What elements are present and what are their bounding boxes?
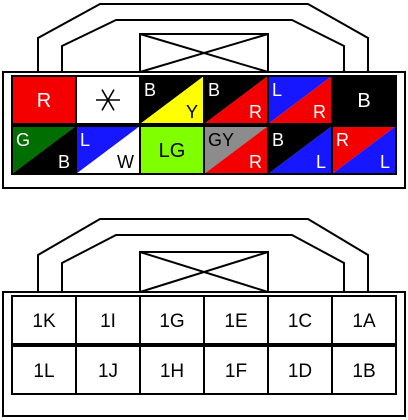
wire-cell-c2 bbox=[75, 75, 141, 125]
wire-cell-c4: BR bbox=[203, 75, 269, 125]
pin-number-label: 1H bbox=[160, 361, 184, 382]
wire-cell-border bbox=[331, 125, 397, 175]
wire-color-label: LG bbox=[159, 140, 186, 162]
pin-cell-1E: 1E bbox=[203, 295, 269, 345]
wire-color-label: B bbox=[357, 90, 370, 112]
wire-color-stripe bbox=[268, 126, 332, 174]
pin-cell-border bbox=[11, 345, 77, 395]
pin-cell-1D: 1D bbox=[267, 345, 333, 395]
wire-stripe-label: W bbox=[117, 152, 134, 172]
pin-number-label: 1J bbox=[98, 361, 118, 382]
wire-color-stripe bbox=[268, 76, 332, 124]
wire-stripe-label: L bbox=[380, 152, 390, 172]
top-connector-housing bbox=[2, 3, 406, 189]
pin-cell-1K: 1K bbox=[11, 295, 77, 345]
pin-number-label: 1L bbox=[33, 361, 54, 382]
wire-color-stripe bbox=[204, 126, 268, 174]
wire-primary-label: B bbox=[144, 80, 156, 100]
wire-stripe-label: L bbox=[316, 152, 326, 172]
wire-primary-label: G bbox=[16, 130, 30, 150]
wire-color-stripe bbox=[140, 76, 204, 124]
pin-number-label: 1E bbox=[224, 311, 247, 332]
pin-cell-1H: 1H bbox=[139, 345, 205, 395]
pin-cell-1I: 1I bbox=[75, 295, 141, 345]
wire-cell-c5: LR bbox=[267, 75, 333, 125]
pin-cell-1J: 1J bbox=[75, 345, 141, 395]
pin-cell-border bbox=[331, 345, 397, 395]
pin-number-label: 1K bbox=[32, 311, 56, 332]
wire-color-stripe bbox=[76, 126, 140, 174]
pin-cell-border bbox=[203, 345, 269, 395]
wire-color-stripe bbox=[332, 126, 396, 174]
pin-cell-1C: 1C bbox=[267, 295, 333, 345]
pin-number-label: 1B bbox=[352, 361, 375, 382]
bottom-connector-housing bbox=[2, 218, 406, 417]
wire-primary-label: L bbox=[80, 130, 90, 150]
pin-number-label: 1F bbox=[225, 361, 247, 382]
wire-cell-border bbox=[331, 75, 397, 125]
pin-number-label: 1A bbox=[352, 311, 376, 332]
pin-cell-1L: 1L bbox=[11, 345, 77, 395]
pin-cell-1F: 1F bbox=[203, 345, 269, 395]
wire-primary-label: L bbox=[272, 80, 282, 100]
wire-stripe-label: R bbox=[249, 102, 262, 122]
wire-color-fill bbox=[332, 76, 396, 124]
wire-cell-c11: BL bbox=[267, 125, 333, 175]
pin-number-label: 1G bbox=[159, 311, 184, 332]
pin-number-label: 1I bbox=[100, 311, 116, 332]
pin-cell-border bbox=[139, 345, 205, 395]
pin-cell-border bbox=[203, 295, 269, 345]
pin-cell-1A: 1A bbox=[331, 295, 397, 345]
pin-number-label: 1D bbox=[288, 361, 312, 382]
wire-color-label: R bbox=[37, 90, 51, 112]
wire-stripe-label: B bbox=[58, 152, 70, 172]
empty-pin-icon bbox=[96, 89, 120, 111]
wire-stripe-label: R bbox=[313, 102, 326, 122]
wire-color-fill bbox=[12, 76, 76, 124]
wire-cell-c3: BY bbox=[139, 75, 205, 125]
wire-cell-c7: GB bbox=[11, 125, 77, 175]
wire-stripe-label: Y bbox=[186, 102, 198, 122]
wire-primary-label: GY bbox=[208, 130, 234, 150]
wire-cell-c10: GY R bbox=[203, 125, 269, 175]
pin-cell-border bbox=[75, 295, 141, 345]
wire-cell-c9: LG bbox=[139, 125, 205, 175]
pin-cell-border bbox=[11, 295, 77, 345]
wire-primary-label: B bbox=[272, 130, 284, 150]
pin-cell-grid: 1K 1I 1G 1E 1C 1A 1L 1J 1H 1F 1D 1B bbox=[11, 295, 397, 395]
pin-cell-1G: 1G bbox=[139, 295, 205, 345]
pin-cell-border bbox=[75, 345, 141, 395]
wire-color-fill bbox=[140, 126, 204, 174]
wire-color-stripe bbox=[204, 76, 268, 124]
pin-cell-1B: 1B bbox=[331, 345, 397, 395]
wire-cell-c6: B bbox=[331, 75, 397, 125]
wire-cell-c8: LW bbox=[75, 125, 141, 175]
wire-primary-label: B bbox=[208, 80, 220, 100]
wire-color-stripe bbox=[12, 126, 76, 174]
pin-number-label: 1C bbox=[288, 311, 312, 332]
wire-stripe-label: R bbox=[249, 152, 262, 172]
wire-primary-label: R bbox=[336, 130, 349, 150]
wire-cell-c12: RL bbox=[331, 125, 397, 175]
wire-cell-c1: R bbox=[11, 75, 77, 125]
pin-cell-border bbox=[331, 295, 397, 345]
pin-cell-border bbox=[267, 295, 333, 345]
